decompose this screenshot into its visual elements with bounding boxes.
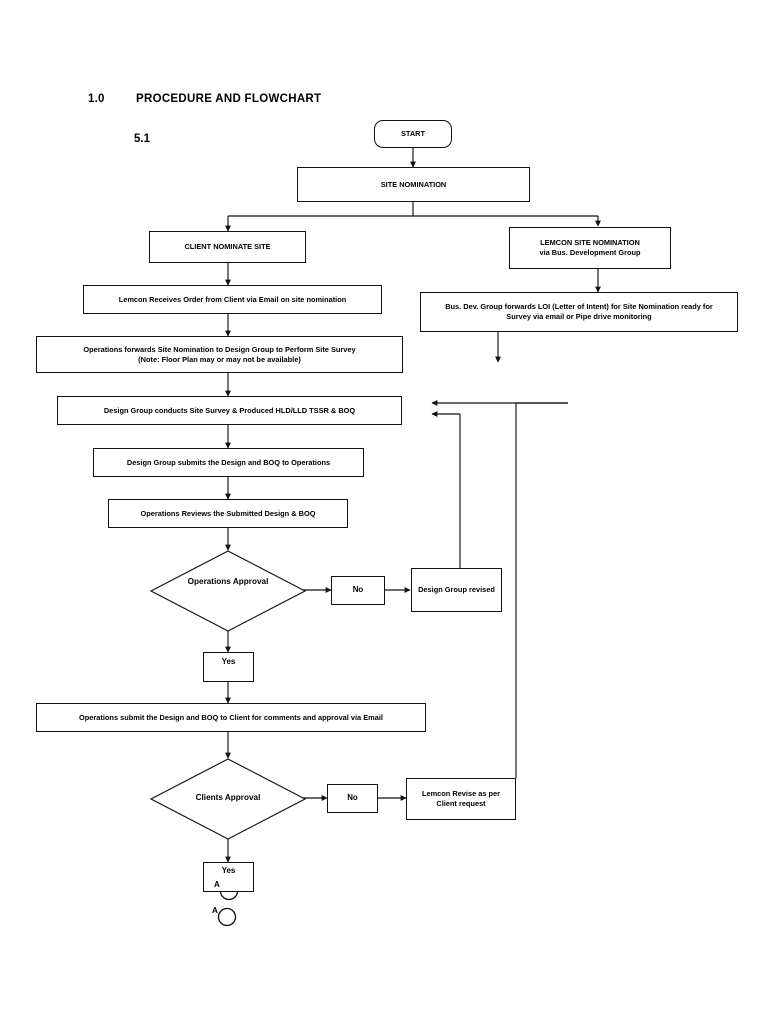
node-site-nomination[interactable]: SITE NOMINATION (297, 167, 530, 202)
node-design-group-submits[interactable]: Design Group submits the Design and BOQ … (93, 448, 364, 477)
node-operations-yes-label: Yes (221, 657, 236, 666)
node-lemcon-site-nomination-line1: LEMCON SITE NOMINATION (540, 238, 640, 248)
node-clients-no[interactable]: No (327, 784, 378, 813)
node-operations-approval[interactable] (150, 550, 306, 632)
node-operations-no-label: No (352, 585, 364, 595)
connector-a-bottom-label: A (212, 906, 218, 915)
node-bus-dev-loi-line2: Survey via email or Pipe drive monitorin… (506, 312, 652, 321)
connector-a-bottom-circle (217, 907, 237, 927)
node-operations-yes[interactable]: Yes (203, 652, 254, 682)
section-number: 5.1 (134, 133, 150, 145)
node-client-nominate-site[interactable]: CLIENT NOMINATE SITE (149, 231, 306, 263)
node-lemcon-site-nomination[interactable]: LEMCON SITE NOMINATION via Bus. Developm… (509, 227, 671, 269)
node-clients-no-label: No (347, 793, 358, 803)
node-operations-forwards[interactable]: Operations forwards Site Nomination to D… (36, 336, 403, 373)
node-client-nominate-site-label: CLIENT NOMINATE SITE (184, 242, 271, 252)
node-operations-no[interactable]: No (331, 576, 385, 605)
node-operations-reviews[interactable]: Operations Reviews the Submitted Design … (108, 499, 348, 528)
node-design-group-revised[interactable]: Design Group revised (411, 568, 502, 612)
heading-number: 1.0 (88, 93, 105, 105)
node-lemcon-site-nomination-line2: via Bus. Development Group (539, 248, 641, 257)
node-bus-dev-loi[interactable]: Bus. Dev. Group forwards LOI (Letter of … (420, 292, 738, 332)
node-clients-yes[interactable]: Yes (203, 862, 254, 892)
node-start[interactable]: START (374, 120, 452, 148)
connector-a-top-label: A (214, 880, 220, 889)
node-site-nomination-label: SITE NOMINATION (380, 179, 447, 189)
node-operations-submit-client-label: Operations submit the Design and BOQ to … (79, 712, 383, 722)
node-design-group-conducts-label: Design Group conducts Site Survey & Prod… (103, 405, 356, 415)
node-lemcon-receives-order-label: Lemcon Receives Order from Client via Em… (118, 294, 347, 304)
node-design-group-submits-label: Design Group submits the Design and BOQ … (126, 457, 331, 467)
node-clients-yes-label: Yes (221, 866, 236, 875)
node-clients-approval[interactable] (150, 758, 306, 840)
node-operations-submit-client[interactable]: Operations submit the Design and BOQ to … (36, 703, 426, 732)
node-bus-dev-loi-line1: Bus. Dev. Group forwards LOI (Letter of … (445, 302, 713, 312)
node-design-group-conducts[interactable]: Design Group conducts Site Survey & Prod… (57, 396, 402, 425)
node-design-group-revised-label: Design Group revised (418, 585, 495, 595)
page-title: PROCEDURE AND FLOWCHART (136, 93, 322, 105)
node-operations-reviews-label: Operations Reviews the Submitted Design … (140, 508, 316, 518)
node-operations-forwards-line1: Operations forwards Site Nomination to D… (83, 344, 356, 354)
node-operations-forwards-line2: (Note: Floor Plan may or may not be avai… (138, 354, 301, 364)
node-start-label: START (400, 129, 426, 139)
node-lemcon-revise[interactable]: Lemcon Revise as per Client request (406, 778, 516, 820)
node-lemcon-revise-line2: Client request (436, 799, 486, 808)
node-lemcon-revise-line1: Lemcon Revise as per (421, 789, 501, 799)
node-lemcon-receives-order[interactable]: Lemcon Receives Order from Client via Em… (83, 285, 382, 314)
